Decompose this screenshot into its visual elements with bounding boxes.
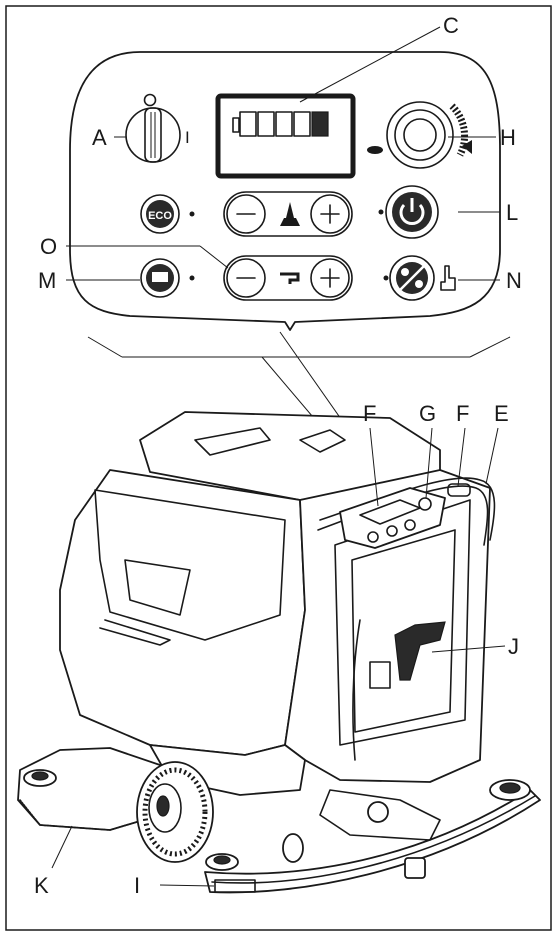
label-a: A xyxy=(92,125,107,150)
label-g: G xyxy=(419,401,436,426)
control-panel: I ECO xyxy=(69,51,501,331)
brush-pressure-buttons xyxy=(223,191,353,237)
eco-button-icon: ECO xyxy=(140,194,195,234)
rear-wheel xyxy=(136,761,214,863)
brush-icon xyxy=(280,202,300,226)
water-flow-plus-icon xyxy=(310,258,350,298)
label-f-left: F xyxy=(363,401,376,426)
power-button-icon xyxy=(378,185,439,239)
speed-knob-icon xyxy=(367,101,472,169)
label-e: E xyxy=(494,401,509,426)
label-f-right: F xyxy=(456,401,469,426)
key-switch-icon xyxy=(125,93,181,163)
figure-frame xyxy=(5,5,552,931)
label-j: J xyxy=(508,634,519,659)
label-c: C xyxy=(443,13,459,38)
battery-display-icon xyxy=(215,93,356,179)
scrubber-machine xyxy=(17,411,541,894)
label-m: M xyxy=(38,268,56,293)
eco-label: ECO xyxy=(148,210,172,222)
slow-turtle-icon xyxy=(367,146,383,154)
fast-rabbit-icon xyxy=(462,140,472,154)
key-on-mark: I xyxy=(185,128,190,147)
brush-pressure-plus-icon xyxy=(310,194,350,234)
label-h: H xyxy=(500,125,516,150)
water-flow-minus-icon xyxy=(226,258,266,298)
label-i: I xyxy=(134,873,140,898)
label-l: L xyxy=(506,200,518,225)
label-k: K xyxy=(34,873,49,898)
brush-pressure-minus-icon xyxy=(226,194,266,234)
water-flow-buttons xyxy=(223,255,353,301)
leader-lines xyxy=(51,26,506,887)
label-n: N xyxy=(506,268,522,293)
water-tap-icon xyxy=(280,272,300,284)
alarm-button-icon xyxy=(140,258,195,298)
touch-hand-icon xyxy=(440,265,456,291)
vacuum-button-icon xyxy=(383,255,435,301)
label-o: O xyxy=(40,234,57,259)
